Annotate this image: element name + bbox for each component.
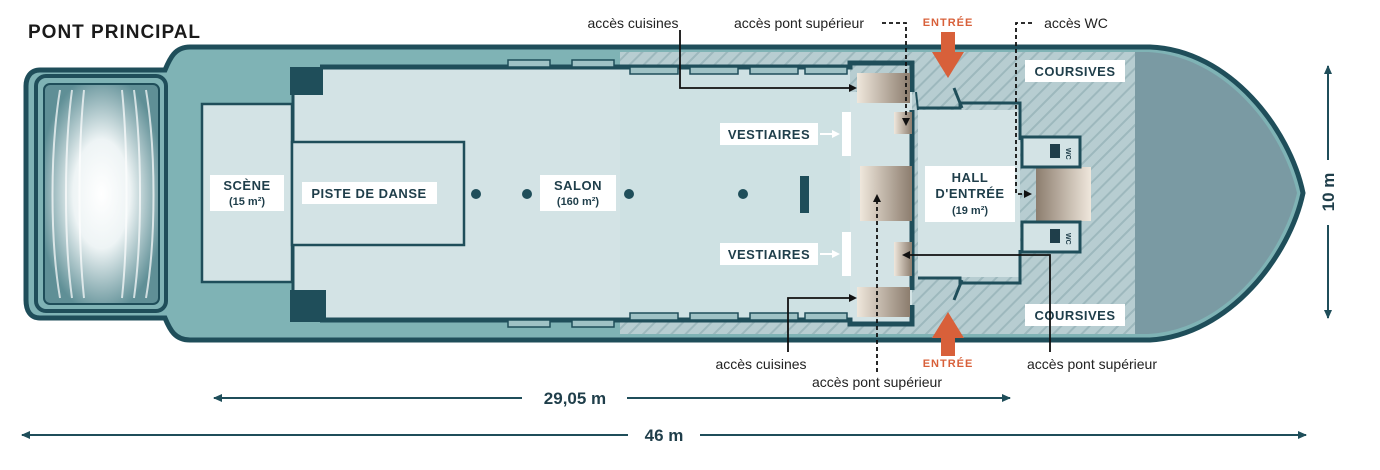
leader-lines xyxy=(679,22,1051,372)
annotation-top-wc: accès WC xyxy=(1044,15,1108,31)
entry-bottom-label: ENTRÉE xyxy=(923,357,974,370)
dim-total-label: 46 m xyxy=(645,426,684,445)
pillars xyxy=(471,176,809,213)
stairs-center xyxy=(860,166,912,221)
salon-label: SALON xyxy=(554,178,602,193)
stairs-hall xyxy=(1036,167,1091,221)
annotation-bottom-upper-center: accès pont supérieur xyxy=(812,374,942,390)
dance-floor-label: PISTE DE DANSE xyxy=(311,186,426,201)
annotation-bottom-kitchen: accès cuisines xyxy=(715,356,806,372)
entry-top-label: ENTRÉE xyxy=(923,16,974,29)
hall-area-label: (19 m²) xyxy=(952,205,988,217)
coursives-bottom-label: COURSIVES xyxy=(1034,308,1115,323)
stairs-bottom xyxy=(857,287,910,317)
stairs-top xyxy=(857,73,910,103)
annotation-bottom-upper-right: accès pont supérieur xyxy=(1027,356,1157,372)
scene-area-label: (15 m²) xyxy=(229,196,265,208)
dim-salon-label: 29,05 m xyxy=(544,389,606,408)
hall-label-line2: D'ENTRÉE xyxy=(935,186,1004,201)
annotation-top-upper: accès pont supérieur xyxy=(734,15,864,31)
wc-top-label: WC xyxy=(1064,148,1071,160)
annotation-top-kitchen: accès cuisines xyxy=(587,15,678,31)
salon-area-label: (160 m²) xyxy=(557,196,600,208)
vestiaires-bottom-label: VESTIAIRES xyxy=(728,247,810,262)
dim-width-label: 10 m xyxy=(1319,173,1338,212)
bow xyxy=(1133,52,1297,334)
hall-label-line1: HALL xyxy=(952,170,989,185)
windows xyxy=(507,59,848,328)
vestiaires-top-label: VESTIAIRES xyxy=(728,127,810,142)
scene-label: SCÈNE xyxy=(223,178,270,193)
coursives-top-label: COURSIVES xyxy=(1034,64,1115,79)
entry-arrow-top xyxy=(932,32,964,78)
deck-title: PONT PRINCIPAL xyxy=(28,22,201,43)
stern-fins xyxy=(51,89,155,299)
wc-bottom-label: WC xyxy=(1064,233,1071,245)
entry-arrow-bottom xyxy=(932,312,964,356)
